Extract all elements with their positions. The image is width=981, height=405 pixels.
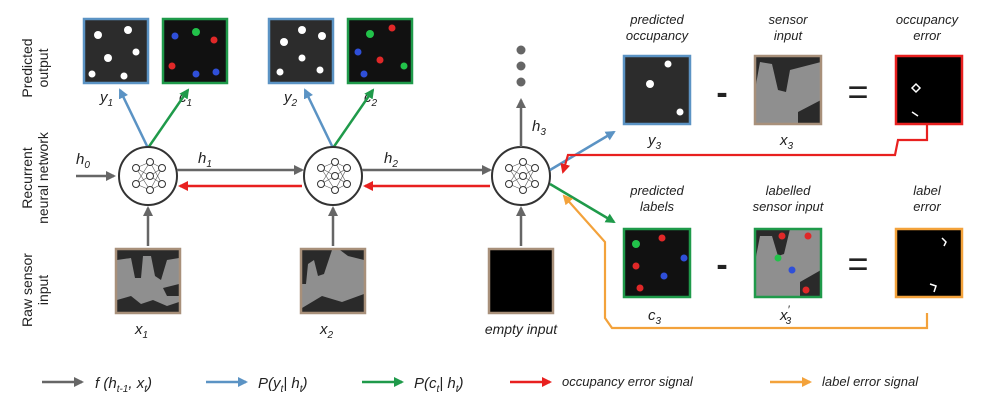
svg-text:predicted: predicted [629,183,684,198]
equals-sign-occupancy: = [847,71,868,112]
svg-text:Raw sensor: Raw sensor [19,253,35,327]
arrow-green-3 [549,182,616,224]
legend-text-f: f (ht-1, xt) [95,375,152,395]
equals-sign-label: = [847,243,868,284]
label-y3: y3 [647,132,662,152]
label-x3-top: x3 [779,132,794,152]
row-label-recurrent-neural-network: Recurrent neural network [19,131,51,224]
title-predicted-occupancy: predicted occupancy [626,12,690,43]
row-label-predicted-output: Predicted output [19,38,51,97]
arrow-blue-2 [303,88,335,149]
legend-text-occupancy-error: occupancy error signal [562,374,694,389]
label-y1: y1 [99,89,113,109]
arrow-green-2 [331,88,375,149]
arrow-blue-3 [549,130,616,172]
svg-text:error: error [913,28,941,43]
label-error-image [894,227,964,299]
svg-text:occupancy: occupancy [896,12,960,27]
predicted-occupancy-image-2 [267,17,335,85]
title-occupancy-error: occupancy error [896,12,960,43]
predicted-labels-image-2 [346,17,414,85]
minus-sign-label: - [716,246,727,284]
arrow-green-1 [146,88,190,149]
title-labelled-sensor-input: labelled sensor input [753,183,825,214]
label-h0: h0 [76,151,90,171]
sensor-input-image-3 [753,54,823,126]
label-x2: x2 [319,321,334,341]
rnn-cell-3 [491,146,551,206]
continuation-dots [516,45,526,87]
svg-text:sensor: sensor [768,12,808,27]
legend-text-label-error: label error signal [822,374,919,389]
rnn-cell-2 [303,146,363,206]
label-error-signal-line [562,194,929,330]
legend-text-py: P(yt| ht) [258,375,307,395]
legend: f (ht-1, xt) P(yt| ht) P(ct| ht) occupan… [42,374,919,395]
predicted-labels-image-1 [161,17,229,85]
label-h2: h2 [384,150,398,170]
svg-text:occupancy: occupancy [626,28,690,43]
arrow-blue-1 [118,88,150,149]
label-c3: c3 [648,307,662,327]
svg-text:output: output [35,48,51,87]
svg-text:input: input [35,275,51,305]
title-sensor-input: sensor input [768,12,808,43]
title-label-error: label error [913,183,942,214]
legend-text-pc: P(ct| ht) [414,375,463,395]
predicted-occupancy-image-3 [622,54,692,126]
rnn-cell-1 [118,146,178,206]
minus-sign-occupancy: - [716,74,727,112]
svg-text:Recurrent: Recurrent [19,147,35,209]
svg-text:predicted: predicted [629,12,684,27]
svg-text:input: input [774,28,804,43]
svg-text:error: error [913,199,941,214]
occupancy-error-image [894,54,964,126]
label-y2: y2 [283,89,298,109]
svg-text:labelled: labelled [766,183,812,198]
raw-sensor-image-2 [299,247,367,315]
label-h3: h3 [532,118,546,138]
svg-text:label: label [913,183,942,198]
label-x1: x1 [134,321,148,341]
svg-text:labels: labels [640,199,674,214]
predicted-occupancy-image-1 [82,17,150,85]
svg-text:Predicted: Predicted [19,38,35,97]
raw-sensor-image-1 [114,247,182,315]
svg-text:sensor input: sensor input [753,199,825,214]
labelled-sensor-input-image [753,227,823,299]
occupancy-error-signal-line [560,125,929,174]
label-x3-prime: x′3 [779,304,792,327]
label-h1: h1 [198,150,212,170]
empty-input-image [487,247,555,315]
title-predicted-labels: predicted labels [629,183,684,214]
row-label-raw-sensor-input: Raw sensor input [19,253,51,327]
predicted-labels-image-3 [622,227,692,299]
svg-text:neural network: neural network [35,131,51,224]
label-empty-input: empty input [485,321,558,337]
